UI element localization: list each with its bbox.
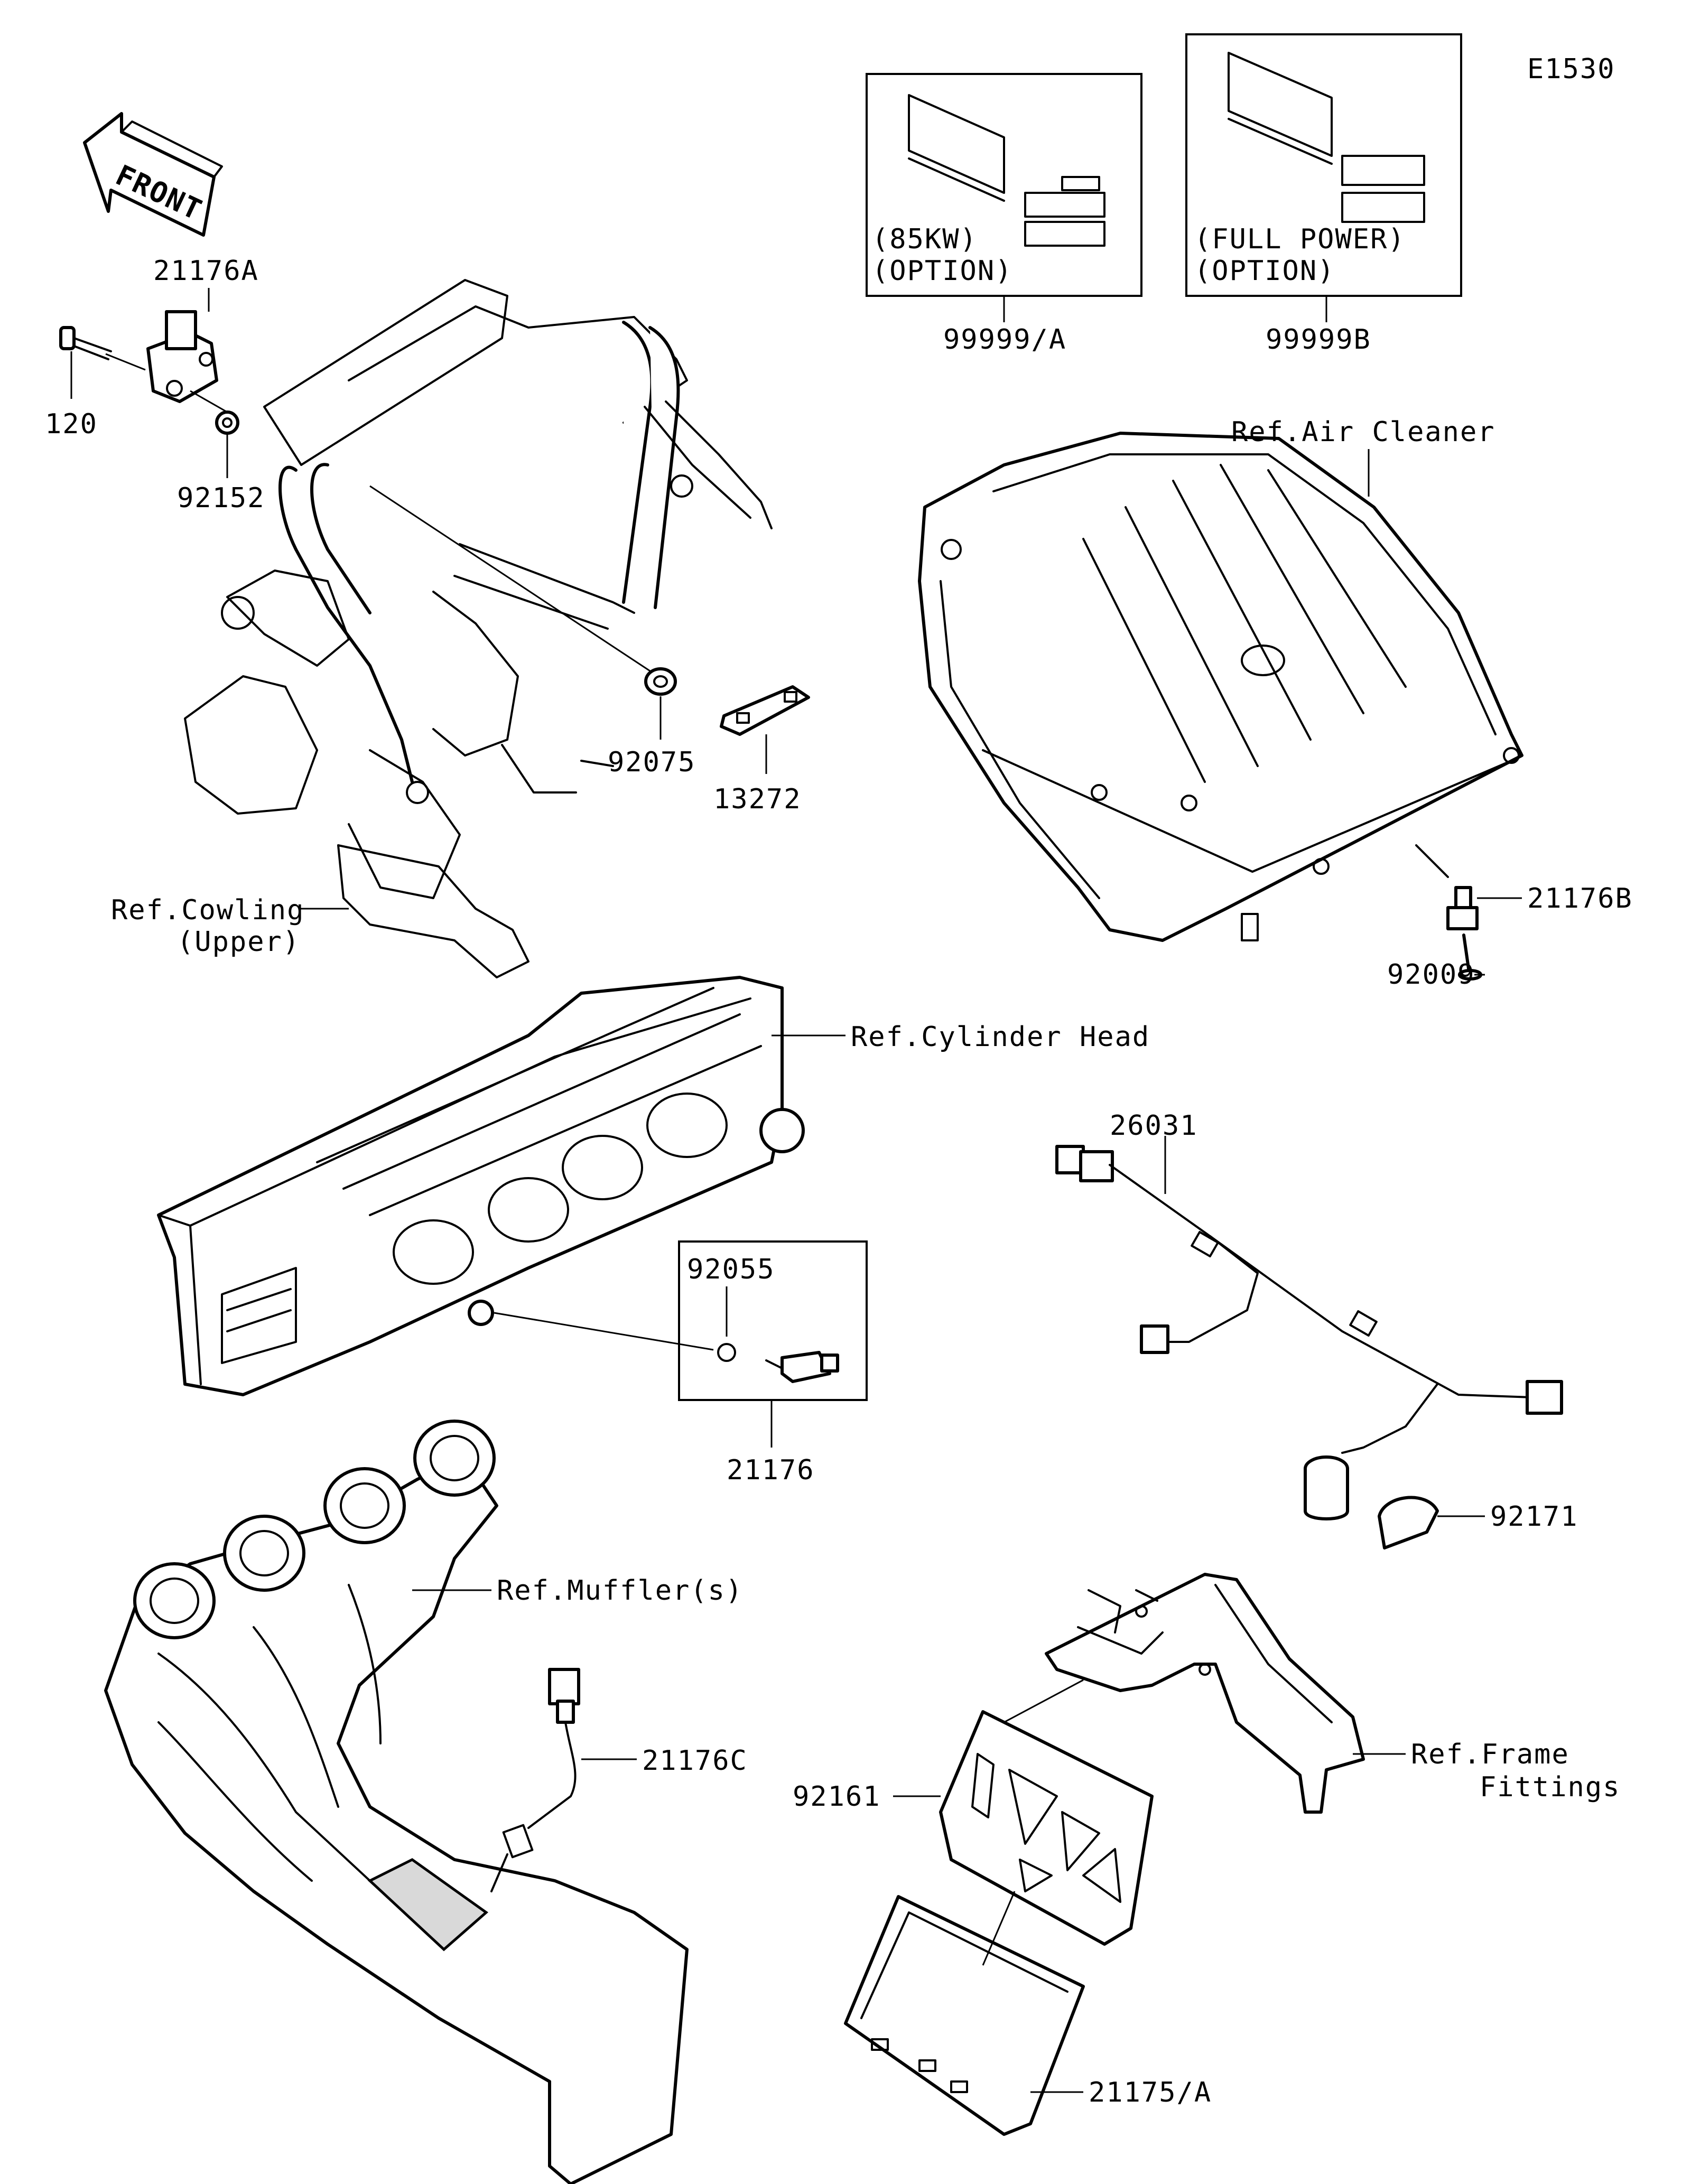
front-arrow-icon: FRONT: [83, 112, 223, 237]
part-92152: 92152: [177, 482, 265, 514]
sensor-21176A: [146, 310, 218, 403]
air-cleaner: [918, 432, 1523, 942]
decal-box-full-power: (FULL POWER) (OPTION): [1185, 33, 1462, 297]
part-26031: 26031: [1110, 1110, 1198, 1142]
part-21176B: 21176B: [1527, 883, 1633, 914]
grommet-92152: [215, 410, 239, 435]
sensor-21176B: [1415, 844, 1479, 930]
washer-92055: [717, 1343, 736, 1362]
ref-cowling-line2: (Upper): [177, 926, 300, 958]
clamp-13272: [720, 685, 810, 736]
part-92171: 92171: [1490, 1501, 1578, 1533]
part-120: 120: [45, 408, 98, 440]
cover-92161: [939, 1710, 1154, 1946]
boxfull-line1: (FULL POWER): [1194, 223, 1406, 255]
part-21175A: 21175/A: [1089, 2077, 1212, 2108]
part-92161: 92161: [793, 1781, 881, 1813]
part-21176A: 21176A: [153, 255, 259, 287]
sensor-21176C: [490, 1668, 580, 1892]
part-92055: 92055: [687, 1254, 775, 1285]
sensor-21176: [765, 1351, 839, 1383]
decal-box-85kw: (85KW) (OPTION): [866, 73, 1142, 297]
harness-26031: [1055, 1145, 1563, 1520]
boxfull-line2: (OPTION): [1194, 255, 1335, 287]
ref-muffler: Ref.Muffler(s): [497, 1575, 743, 1607]
box85-line1: (85KW): [872, 223, 978, 255]
part-21176C: 21176C: [642, 1745, 748, 1777]
ref-cowling-line1: Ref.Cowling: [111, 894, 304, 926]
ref-frame-line1: Ref.Frame: [1411, 1739, 1569, 1770]
part-99999B: 99999B: [1266, 324, 1371, 356]
part-92009: 92009: [1387, 959, 1475, 991]
clip-92171: [1378, 1496, 1439, 1550]
part-99999A: 99999/A: [943, 324, 1066, 356]
part-21176: 21176: [727, 1454, 815, 1486]
part-92075: 92075: [608, 746, 696, 778]
cylinder-head: [157, 976, 805, 1396]
grommet-92075: [644, 667, 677, 696]
box85-line2: (OPTION): [872, 255, 1012, 287]
frame-fittings-bracket: [1045, 1573, 1365, 1814]
muffler: [104, 1420, 689, 2184]
bolt-120: [59, 326, 112, 360]
ref-frame-line2: Fittings: [1480, 1771, 1620, 1803]
part-13272: 13272: [713, 783, 802, 815]
ref-cylinder-head: Ref.Cylinder Head: [851, 1021, 1150, 1053]
ref-air-cleaner: Ref.Air Cleaner: [1231, 416, 1495, 448]
diagram-code: E1530: [1527, 53, 1615, 85]
ecu-21175A: [844, 1895, 1085, 2136]
cowling-frame: [184, 279, 773, 978]
callout-box-21176: [678, 1240, 868, 1401]
